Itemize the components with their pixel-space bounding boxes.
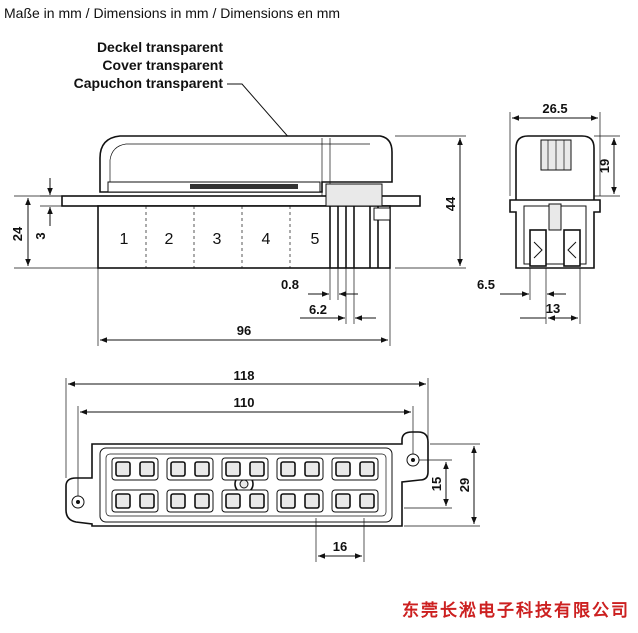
dim-24: 24 [10, 226, 25, 241]
fuse-contact [139, 461, 155, 477]
dim-16: 16 [333, 539, 347, 554]
fuse-number: 2 [165, 231, 174, 248]
dim-15: 15 [429, 477, 444, 491]
fuse-contact [280, 461, 296, 477]
fuse-contact [194, 461, 210, 477]
fuse-contact [280, 493, 296, 509]
cover-label-en: Cover transparent [102, 57, 223, 73]
fuse-contact [225, 461, 241, 477]
dim-6-5: 6.5 [477, 277, 495, 292]
fuse-contact [359, 461, 375, 477]
dim-6-2: 6.2 [309, 302, 327, 317]
cover-leader-line [227, 83, 299, 149]
fuse-number: 3 [213, 231, 222, 248]
fuse-contact [249, 493, 265, 509]
dim-26-5: 26.5 [542, 101, 567, 116]
cover-label-fr: Capuchon transparent [74, 75, 224, 91]
fuse-contact [225, 493, 241, 509]
end-contact-left [529, 229, 547, 267]
fuse-contact [170, 493, 186, 509]
fuse-contact [359, 493, 375, 509]
fuse-number: 4 [262, 231, 271, 248]
page-title: Maße in mm / Dimensions in mm / Dimensio… [4, 5, 340, 21]
dim-29: 29 [457, 478, 472, 492]
side-cover [99, 135, 393, 193]
side-body [97, 205, 391, 269]
side-cover-highlight [109, 143, 370, 184]
dim-110: 110 [234, 395, 255, 410]
dim-96: 96 [237, 323, 251, 338]
top-view: 118 110 15 29 16 [65, 368, 480, 562]
fuse-slots [111, 457, 379, 513]
fuse-contact [249, 461, 265, 477]
side-contact-block [325, 183, 383, 207]
top-inner-frame-2 [105, 453, 387, 517]
side-window-dark [190, 184, 298, 189]
fuse-contact [139, 493, 155, 509]
dim-19: 19 [597, 159, 612, 173]
fuse-contact [194, 493, 210, 509]
cover-label-de: Deckel transparent [97, 39, 223, 55]
fuse-number: 1 [120, 231, 129, 248]
mount-hole-left-inner [76, 500, 80, 504]
center-screw-inner [239, 479, 249, 489]
dim-0-8: 0.8 [281, 277, 299, 292]
fuse-contact [335, 461, 351, 477]
end-view: 26.5 19 6.5 13 [477, 101, 620, 324]
fuse-number: 5 [311, 231, 320, 248]
dim-3: 3 [33, 232, 48, 239]
cover-label: Deckel transparent Cover transparent Cap… [74, 39, 299, 149]
dim-118: 118 [234, 368, 255, 383]
fuse-contact [170, 461, 186, 477]
fuse-contact [304, 461, 320, 477]
fuse-contact [115, 461, 131, 477]
dim-13: 13 [546, 301, 560, 316]
company-name: 东莞长淞电子科技有限公司 [402, 600, 630, 621]
end-contact-right-detail [567, 241, 577, 259]
side-view: 1 2 3 4 5 44 24 3 0.8 6.2 [10, 135, 466, 346]
dim-44: 44 [443, 196, 458, 211]
end-contact-right [563, 229, 581, 267]
end-contact-left-detail [533, 241, 543, 259]
fuse-contact [304, 493, 320, 509]
fuse-contact [335, 493, 351, 509]
end-center-post [548, 203, 562, 231]
side-screw [373, 207, 391, 221]
fuse-contact [115, 493, 131, 509]
mount-hole-right-inner [411, 458, 415, 462]
